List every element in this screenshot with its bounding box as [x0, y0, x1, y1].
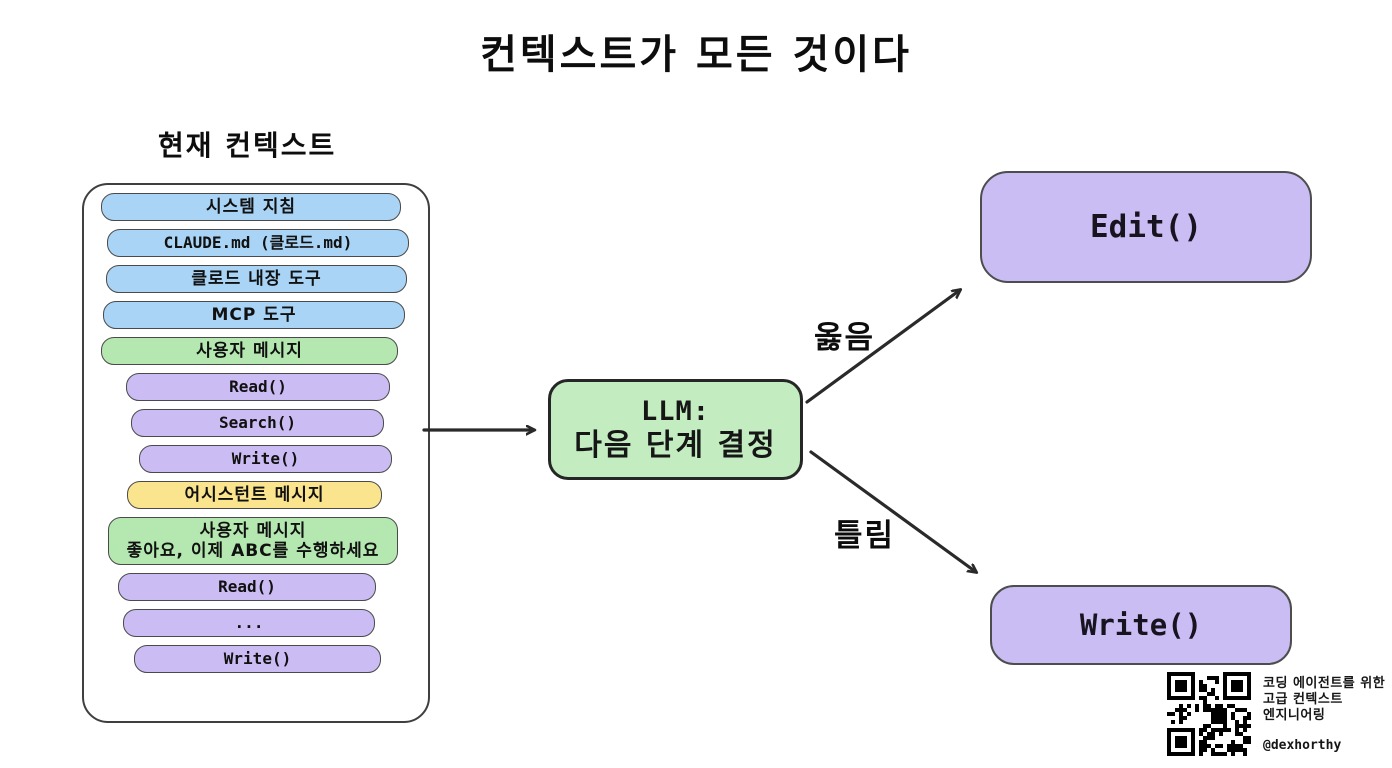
stack-item-label: Read() [229, 377, 287, 396]
stack-item-label: 시스템 지침 [205, 197, 297, 217]
stack-item: ... [123, 609, 375, 637]
stack-item: Read() [126, 373, 390, 401]
footer-caption-line2: 고급 컨텍스트 [1263, 692, 1343, 707]
outcome-write-box: Write() [990, 585, 1292, 665]
stack-item: Write() [134, 645, 381, 673]
stack-item-label: 어시스턴트 메시지 [184, 485, 325, 505]
stack-item-label: 클로드 내장 도구 [191, 269, 322, 289]
stack-item: Read() [118, 573, 376, 601]
outcome-edit-box: Edit() [980, 171, 1312, 283]
stack-item-sublabel: 좋아요, 이제 ABC를 수행하세요 [126, 541, 380, 561]
stack-item: 사용자 메시지 [101, 337, 398, 365]
llm-decision-node: LLM: 다음 단계 결정 [548, 379, 803, 480]
llm-node-sublabel: 다음 단계 결정 [574, 427, 777, 463]
stack-item-label: Read() [218, 577, 276, 596]
branch-label-wrong: 틀림 [834, 518, 896, 554]
stack-item: 클로드 내장 도구 [106, 265, 407, 293]
page-title: 컨텍스트가 모든 것이다 [480, 32, 912, 78]
stack-item: Search() [131, 409, 384, 437]
footer-handle: @dexhorthy [1263, 738, 1342, 753]
stack-item: 어시스턴트 메시지 [127, 481, 382, 509]
stack-item-label: 사용자 메시지 [199, 521, 307, 541]
stack-item-label: CLAUDE.md (클로드.md) [163, 233, 353, 252]
stack-item: CLAUDE.md (클로드.md) [107, 229, 409, 257]
stack-item-label: ... [234, 613, 264, 632]
llm-node-label: LLM: [640, 395, 711, 427]
stack-item-label: Write() [231, 449, 300, 468]
footer-caption-line3: 엔지니어링 [1263, 708, 1326, 723]
stack-item-label: MCP 도구 [211, 305, 297, 325]
context-stack-heading: 현재 컨텍스트 [158, 129, 337, 162]
qr-code [1167, 672, 1255, 760]
footer-caption-line1: 코딩 에이전트를 위한 [1263, 676, 1386, 691]
footer-caption: 코딩 에이전트를 위한 고급 컨텍스트 엔지니어링 [1263, 676, 1392, 724]
stack-item: 시스템 지침 [101, 193, 401, 221]
stack-item-label: Write() [223, 649, 292, 668]
stack-item: MCP 도구 [103, 301, 405, 329]
stack-item-label: Search() [218, 413, 297, 432]
stack-item: Write() [139, 445, 392, 473]
branch-label-correct: 옳음 [814, 320, 876, 356]
stack-item-label: 사용자 메시지 [196, 341, 303, 361]
